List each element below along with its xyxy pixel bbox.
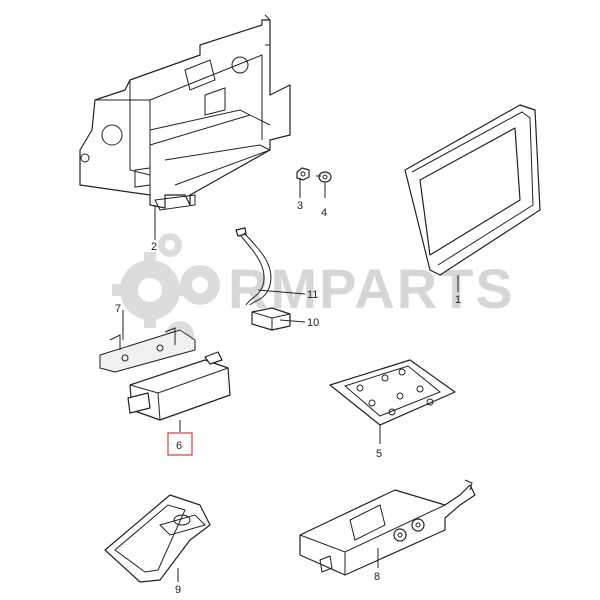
callout-11[interactable]: 11 (307, 289, 318, 301)
part-7-mounting-plate[interactable] (99, 327, 196, 373)
part-8-tuner-module[interactable] (299, 479, 476, 576)
part-9-bracket-plate[interactable] (104, 494, 211, 583)
highlight-box (167, 432, 193, 456)
part-1-display-frame[interactable] (404, 104, 541, 276)
watermark-gear-icon (112, 233, 220, 349)
leader-lines (122, 178, 459, 582)
part-11-antenna-cable[interactable] (235, 227, 272, 306)
callout-2[interactable]: 2 (151, 241, 157, 253)
callout-6[interactable]: 6 (176, 440, 182, 452)
watermark: RMPARTS (112, 233, 513, 349)
part-5-plate[interactable] (329, 359, 456, 426)
callout-9[interactable]: 9 (175, 584, 181, 596)
part-3-nut[interactable] (296, 167, 310, 181)
callouts: 2 3 4 1 11 10 7 6 5 9 8 (115, 200, 461, 596)
callout-8[interactable]: 8 (374, 571, 380, 583)
part-2-bracket[interactable] (79, 14, 291, 211)
callout-4[interactable]: 4 (321, 207, 327, 219)
callout-1[interactable]: 1 (455, 294, 461, 306)
callout-7[interactable]: 7 (115, 303, 121, 315)
part-10-connector[interactable] (251, 307, 291, 331)
part-4-screw[interactable] (316, 171, 332, 183)
part-6-control-module[interactable] (127, 351, 231, 421)
callout-5[interactable]: 5 (376, 448, 382, 460)
callout-10[interactable]: 10 (307, 317, 319, 329)
callout-3[interactable]: 3 (297, 200, 303, 212)
